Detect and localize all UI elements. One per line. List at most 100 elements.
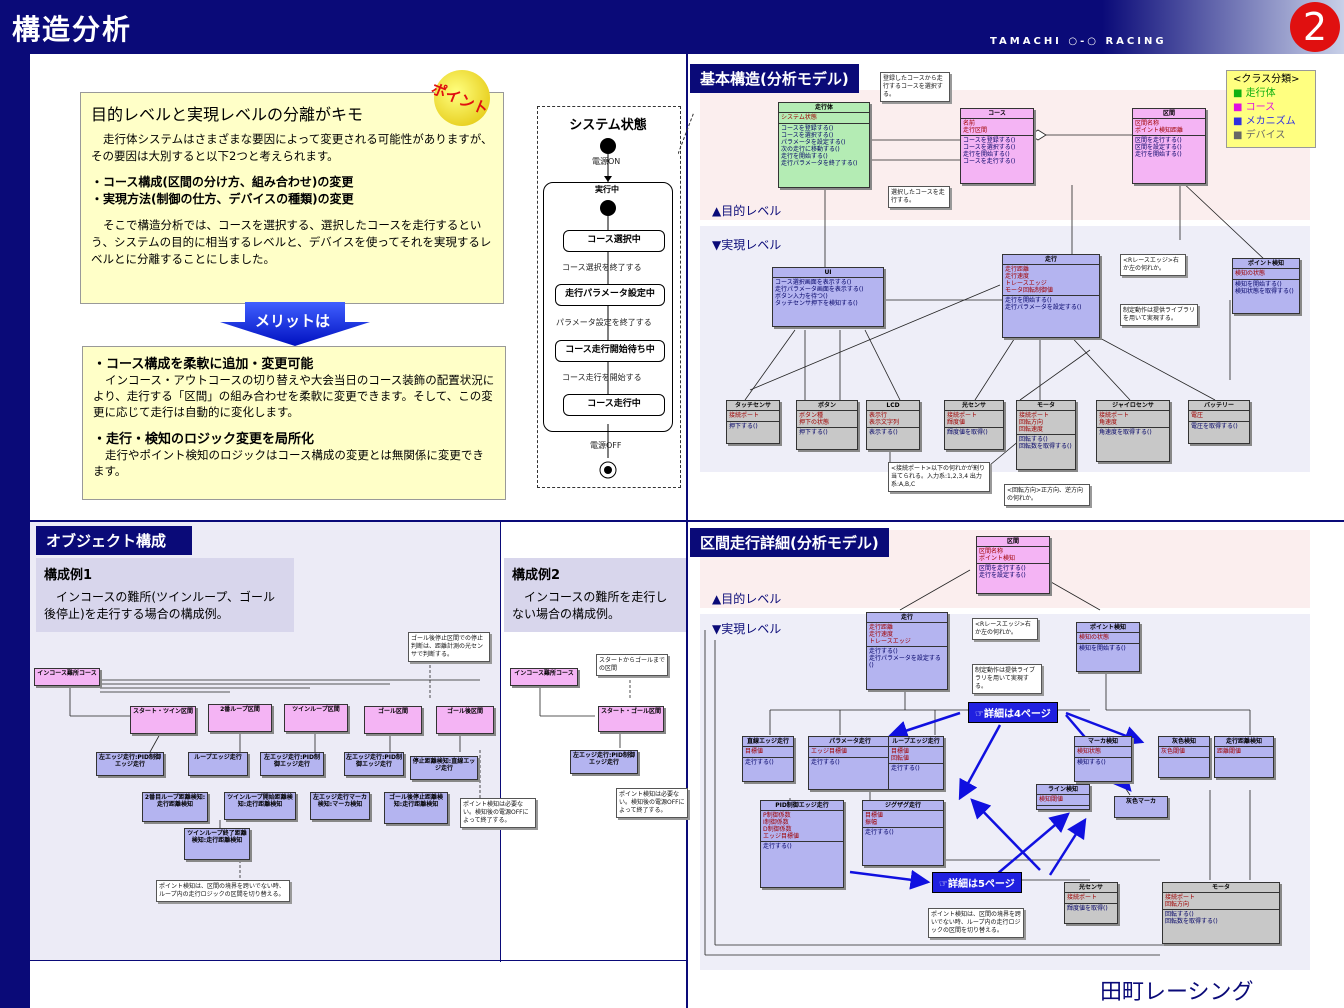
class-battery: バッテリー電圧電圧を取得する(): [1188, 400, 1250, 444]
merit-box: ・コース構成を柔軟に追加・変更可能 インコース・アウトコースの切り替えや大会当日…: [82, 346, 506, 500]
detail-note-trace-edge: <Rレースエッジ>右か左の何れか。: [972, 618, 1038, 640]
merit-heading-1: ・コース構成を柔軟に追加・変更可能: [93, 357, 314, 372]
detail-class-gray: 灰色検知灰色閾値: [1158, 736, 1210, 778]
example-2-box: 構成例2 インコースの難所を走行しない場合の構成例。: [504, 558, 686, 632]
header-bar: [0, 0, 1344, 54]
merit-text-2: 走行やポイント検知のロジックはコース構成の変更とは無関係に変更できます。: [93, 448, 484, 478]
example-2-title: 構成例2: [512, 568, 561, 583]
class-point-detect: ポイント検知検知の状態検知を開始する()検知状態を取得する(): [1232, 258, 1300, 314]
state-link-dash: [678, 111, 694, 155]
detail-class-motor: モータ接続ポート回転方向回転する()回転数を取得する(): [1162, 882, 1280, 944]
basic-real-level: ▼実現レベル: [712, 238, 782, 252]
state-diagram-title: システム状態: [569, 118, 647, 133]
key-paragraph-1: 走行体システムはさまざまな要因によって変更される可能性がありますが、その要因は大…: [91, 132, 493, 163]
example-1-text: インコースの難所(ツインループ、ゴール後停止)を走行する場合の構成例。: [44, 590, 276, 621]
transition-3: コース走行を開始する: [562, 373, 642, 382]
detail-note-library: 制定動作は提供ライブラリを用いて実現する。: [972, 664, 1042, 694]
detail-class-zigzag: ジグザグ走行目標値振幅走行する(): [862, 800, 944, 866]
obj-ex1-after-goal: ゴール後区間: [436, 706, 494, 734]
brand-logo: TAMACHI ○-○ RACING: [990, 36, 1167, 47]
class-run: 走行走行距離走行速度トレースエッジモータ回転制御値走行を開始する()走行パラメー…: [1002, 254, 1100, 338]
detail-class-point-detect: ポイント検知検知の状態検知を開始する(): [1076, 622, 1140, 672]
composite-state-running: [543, 182, 673, 432]
note-trace-edge: <Rレースエッジ>右か左の何れか。: [1120, 254, 1186, 276]
power-on-label: 電源ON: [592, 157, 621, 166]
note-run-course: 選択したコースを走行する。: [888, 186, 950, 208]
detail-class-light-sensor: 光センサ接続ポート輝度値を取得(): [1064, 882, 1118, 924]
note-library: 制定動作は提供ライブラリを用いて実現する。: [1120, 304, 1198, 326]
obj-run-3: 左エッジ走行:PID制御エッジ走行: [260, 752, 324, 776]
note-rotation: <回転方向>正方向、逆方向の何れか。: [1004, 484, 1090, 506]
key-paragraph-2: そこで構造分析では、コースを選択する、選択したコースを走行するという、システムの…: [91, 218, 492, 266]
obj-note-goal-stop: ゴール後停止区間での停止判断は、距離計測の光センサで判断する。: [408, 632, 490, 662]
obj-detect-2: ツインループ開始距離検知:走行距離検知: [224, 792, 296, 820]
state-course-running: コース走行中: [563, 394, 665, 416]
obj-note-point-detect: ポイント検知は、区間の境界を跨いでない時、ループ内の走行ロジックの区間を切り替え…: [156, 880, 290, 902]
obj-ex2-run: 左エッジ走行:PID制御エッジ走行: [570, 750, 638, 774]
class-section: 区間区間名称ポイント検知距離区間を走行する()区間を設定する()走行を開始する(…: [1132, 108, 1206, 184]
obj-detect-5: ツインループ終了距離検知:走行距離検知: [184, 828, 250, 860]
key-point-box: 目的レベルと実現レベルの分離がキモ 走行体システムはさまざまな要因によって変更さ…: [80, 92, 504, 304]
legend-item-vehicle: ■ 走行体: [1233, 88, 1276, 99]
obj-note-ex2-detect: ポイント検知は必要ない。検知後の電源OFFによって終了する。: [616, 788, 688, 818]
class-motor: モータ接続ポート回転方向回転速度回転する()回転数を取得する(): [1016, 400, 1076, 470]
obj-ex1-start: スタート・ツイン区間: [130, 706, 196, 734]
legend-item-course: ■ コース: [1233, 102, 1276, 113]
key-bullet-1: ・コース構成(区間の分け方、組み合わせ)の変更: [91, 175, 354, 189]
detail-note-point: ポイント検知は、区間の境界を跨いでない時、ループ内の走行ロジックの区間を切り替え…: [928, 908, 1024, 938]
note-port: <接続ポート>以下の何れかが割り当てられる。入力系:1,2,3,4 出力系:A,…: [888, 462, 990, 492]
detail-link-page5[interactable]: ☞詳細は5ページ: [932, 872, 1022, 893]
detail-class-line: ライン検知検知閾値: [1036, 784, 1090, 810]
middle-divider: [30, 520, 1344, 522]
obj-note-start-goal: スタートからゴールまでの区間: [596, 654, 668, 676]
detail-structure-label: 区間走行詳細(分析モデル): [690, 528, 889, 557]
transition-2: パラメータ設定を終了する: [556, 318, 652, 327]
detail-link-page4[interactable]: ☞詳細は4ページ: [968, 702, 1058, 723]
obj-run-2: ループエッジ走行: [188, 752, 248, 776]
obj-ex1-goal: ゴール区間: [364, 706, 422, 734]
left-sidebar-bar: [0, 54, 30, 1008]
obj-ex2-start-goal: スタート・ゴール区間: [598, 706, 664, 732]
class-course: コース名前走行区間コースを登録する()コースを選択する()走行を開始する()コー…: [960, 108, 1034, 184]
detail-class-straight: 直線エッジ走行目標値走行する(): [742, 736, 794, 782]
class-legend: <クラス分類> ■ 走行体 ■ コース ■ メカニズム ■ デバイス: [1226, 70, 1316, 148]
basic-structure-label: 基本構造(分析モデル): [690, 64, 859, 93]
legend-item-device: ■ デバイス: [1233, 130, 1286, 141]
obj-detect-1: 2番目ループ距離検知:走行距離検知: [142, 792, 208, 822]
detail-class-distance: 走行距離検知距離閾値: [1214, 736, 1274, 778]
obj-run-5: 停止距離検知:直線エッジ走行: [410, 756, 478, 780]
obj-run-4: 左エッジ走行:PID制御エッジ走行: [344, 752, 404, 776]
detail-class-gray-marker: 灰色マーカ: [1114, 796, 1168, 818]
basic-purpose-level: ▲目的レベル: [712, 204, 782, 218]
page-number-badge: 2: [1290, 2, 1340, 52]
footer-company: 田町レーシング: [1100, 980, 1254, 1005]
merit-arrow: [220, 302, 370, 346]
bottom-line: [30, 960, 686, 961]
state-course-select: コース選択中: [563, 230, 665, 252]
obj-ex1-twin: ツインループ区間: [284, 704, 348, 732]
basic-structure-connectors: [744, 129, 1266, 466]
object-structure-label: オブジェクト構成: [36, 526, 192, 555]
note-course-select: 登録したコースから走行するコースを選択する。: [880, 72, 950, 102]
state-diagram-lines: [599, 138, 617, 479]
power-off-label: 電源OFF: [590, 441, 622, 450]
legend-item-mechanism: ■ メカニズム: [1233, 116, 1296, 127]
page-title: 構造分析: [12, 13, 133, 46]
merit-label: メリットは: [255, 312, 331, 330]
example-1-title: 構成例1: [44, 568, 93, 583]
detail-class-loop: ループエッジ走行目標値回転値走行する(): [888, 736, 944, 790]
merit-text-1: インコース・アウトコースの切り替えや大会当日のコース装飾の配置状況により、走行す…: [93, 373, 495, 419]
class-touch-sensor: タッチセンサ接続ポート押下する(): [726, 400, 780, 444]
state-wait-start: コース走行開始待ち中: [555, 340, 665, 362]
composite-state-label: 実行中: [595, 185, 619, 194]
example-1-box: 構成例1 インコースの難所(ツインループ、ゴール後停止)を走行する場合の構成例。: [36, 558, 294, 632]
center-divider: [686, 54, 688, 1008]
legend-title: <クラス分類>: [1233, 74, 1300, 85]
class-button: ボタンボタン種押下の状態押下する(): [796, 400, 858, 450]
merit-heading-2: ・走行・検知のロジック変更を局所化: [93, 432, 315, 447]
detail-class-run: 走行走行距離走行速度トレースエッジ走行する()走行パラメータを設定する(): [866, 612, 948, 690]
example-2-text: インコースの難所を走行しない場合の構成例。: [512, 590, 668, 621]
